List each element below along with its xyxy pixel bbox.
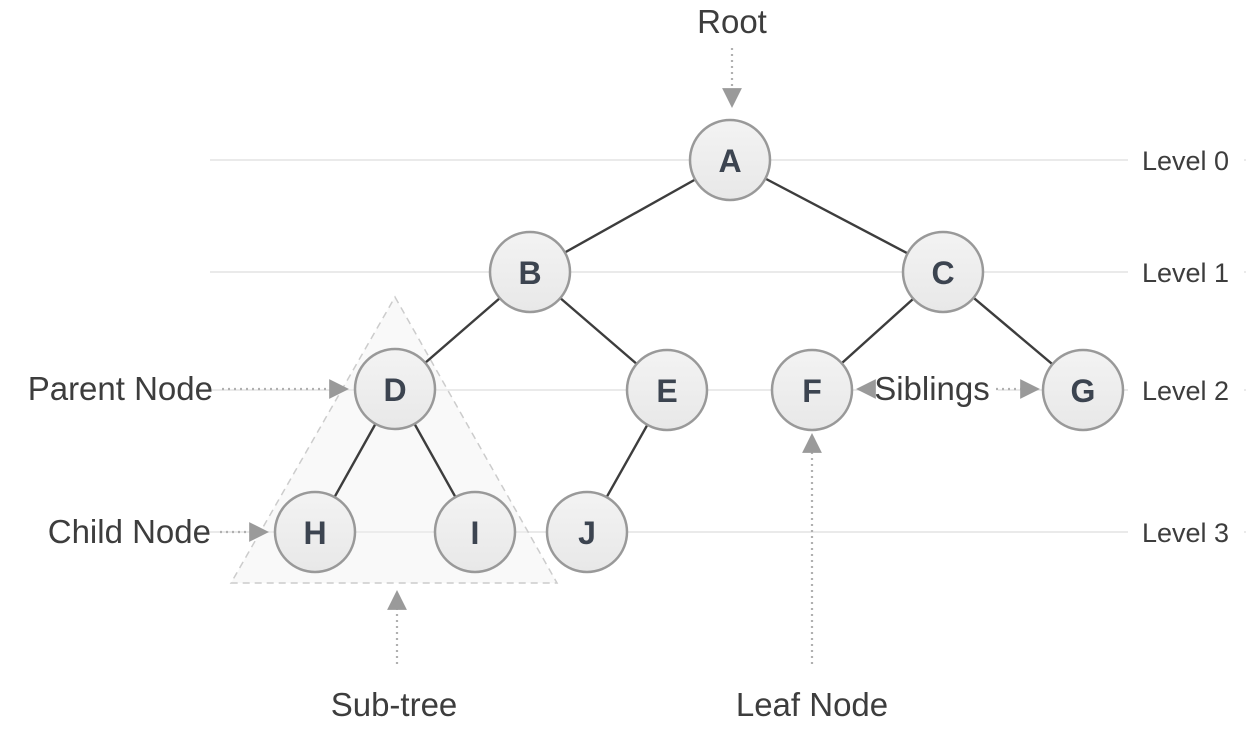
tree-node-g: G (1041, 348, 1125, 432)
node-f-letter: F (802, 373, 822, 409)
node-d-circle (353, 347, 437, 431)
node-i-circle (433, 490, 517, 574)
level-2-label-bg (1128, 371, 1244, 409)
tree-node-d: D (353, 347, 437, 431)
level-1-label: Level 1 (1142, 258, 1229, 288)
siblings-label-bg (866, 370, 998, 408)
node-h-letter: H (303, 515, 326, 551)
level-labels: Level 0 Level 1 Level 2 Level 3 (1128, 141, 1244, 551)
level-2-label: Level 2 (1142, 376, 1229, 406)
tree-node-a: A (688, 118, 772, 202)
node-j-circle (545, 490, 629, 574)
node-e-circle (625, 348, 709, 432)
node-f-circle (770, 348, 854, 432)
node-d-letter: D (383, 372, 406, 408)
tree-node-f: F (770, 348, 854, 432)
level-0-label-bg (1128, 141, 1244, 179)
node-g-circle (1041, 348, 1125, 432)
siblings-label: Siblings (874, 370, 990, 407)
level-3-label: Level 3 (1142, 518, 1229, 548)
tree-node-h: H (273, 490, 357, 574)
subtree-label: Sub-tree (331, 686, 458, 723)
node-g-letter: G (1071, 373, 1096, 409)
leaf-node-label: Leaf Node (736, 686, 888, 723)
node-c-letter: C (931, 255, 954, 291)
annotations: Root Parent Node Child Node Siblings Sub… (28, 3, 1040, 723)
node-i-letter: I (471, 515, 480, 551)
node-e-letter: E (656, 373, 677, 409)
node-b-letter: B (518, 255, 541, 291)
tree-node-c: C (901, 230, 985, 314)
parent-node-label: Parent Node (28, 370, 213, 407)
level-0-label: Level 0 (1142, 146, 1229, 176)
node-c-circle (901, 230, 985, 314)
tree-node-i: I (433, 490, 517, 574)
root-label: Root (697, 3, 767, 40)
tree-nodes: A B C D E F G (273, 118, 1125, 574)
tree-node-b: B (488, 230, 572, 314)
level-1-label-bg (1128, 253, 1244, 291)
node-a-letter: A (718, 143, 741, 179)
node-a-circle (688, 118, 772, 202)
child-node-label: Child Node (48, 513, 211, 550)
level-3-label-bg (1128, 513, 1244, 551)
tree-node-e: E (625, 348, 709, 432)
node-j-letter: J (578, 515, 596, 551)
node-h-circle (273, 490, 357, 574)
tree-node-j: J (545, 490, 629, 574)
node-b-circle (488, 230, 572, 314)
